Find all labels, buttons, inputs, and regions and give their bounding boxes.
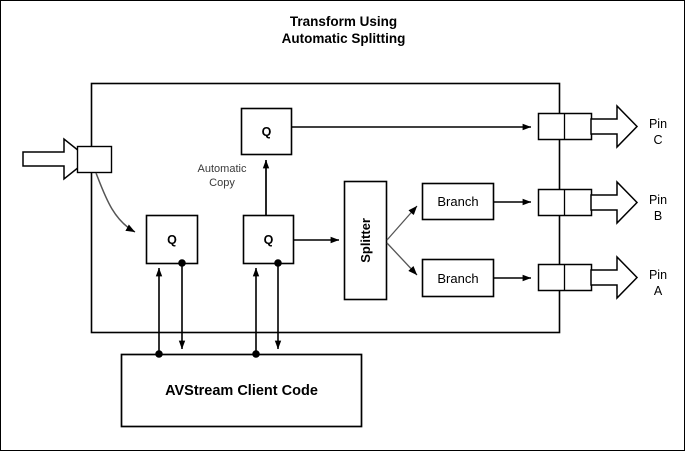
pin-a-label: Pin A xyxy=(648,268,668,298)
branch-upper-box xyxy=(421,182,495,221)
queue-middle-to-client-down xyxy=(274,259,282,350)
splitter-box xyxy=(343,180,388,301)
branch-lower-box xyxy=(421,258,495,298)
pin-c-graphic xyxy=(537,104,639,149)
queue-middle-box xyxy=(242,214,295,265)
input-to-queue-connector xyxy=(95,172,136,233)
pin-b-label: Pin B xyxy=(648,193,668,223)
client-to-queue-middle-up xyxy=(252,267,260,358)
queue-top-box xyxy=(240,107,293,156)
queue-left-box xyxy=(145,214,199,265)
queue-left-to-client-down xyxy=(178,259,186,350)
splitter-to-branch-lower-line xyxy=(386,242,418,276)
input-block-arrow xyxy=(22,137,91,181)
client-to-queue-left-up xyxy=(155,267,163,358)
automatic-copy-annotation: Automatic Copy xyxy=(197,163,247,189)
diagram-title: Transform Using Automatic Splitting xyxy=(281,14,406,46)
pin-c-label: Pin C xyxy=(648,117,668,147)
splitter-to-branch-upper-line xyxy=(386,205,418,241)
pin-b-graphic xyxy=(537,180,639,225)
client-code-box xyxy=(120,353,363,428)
pin-a-graphic xyxy=(537,255,639,300)
input-pin-box xyxy=(76,145,113,174)
